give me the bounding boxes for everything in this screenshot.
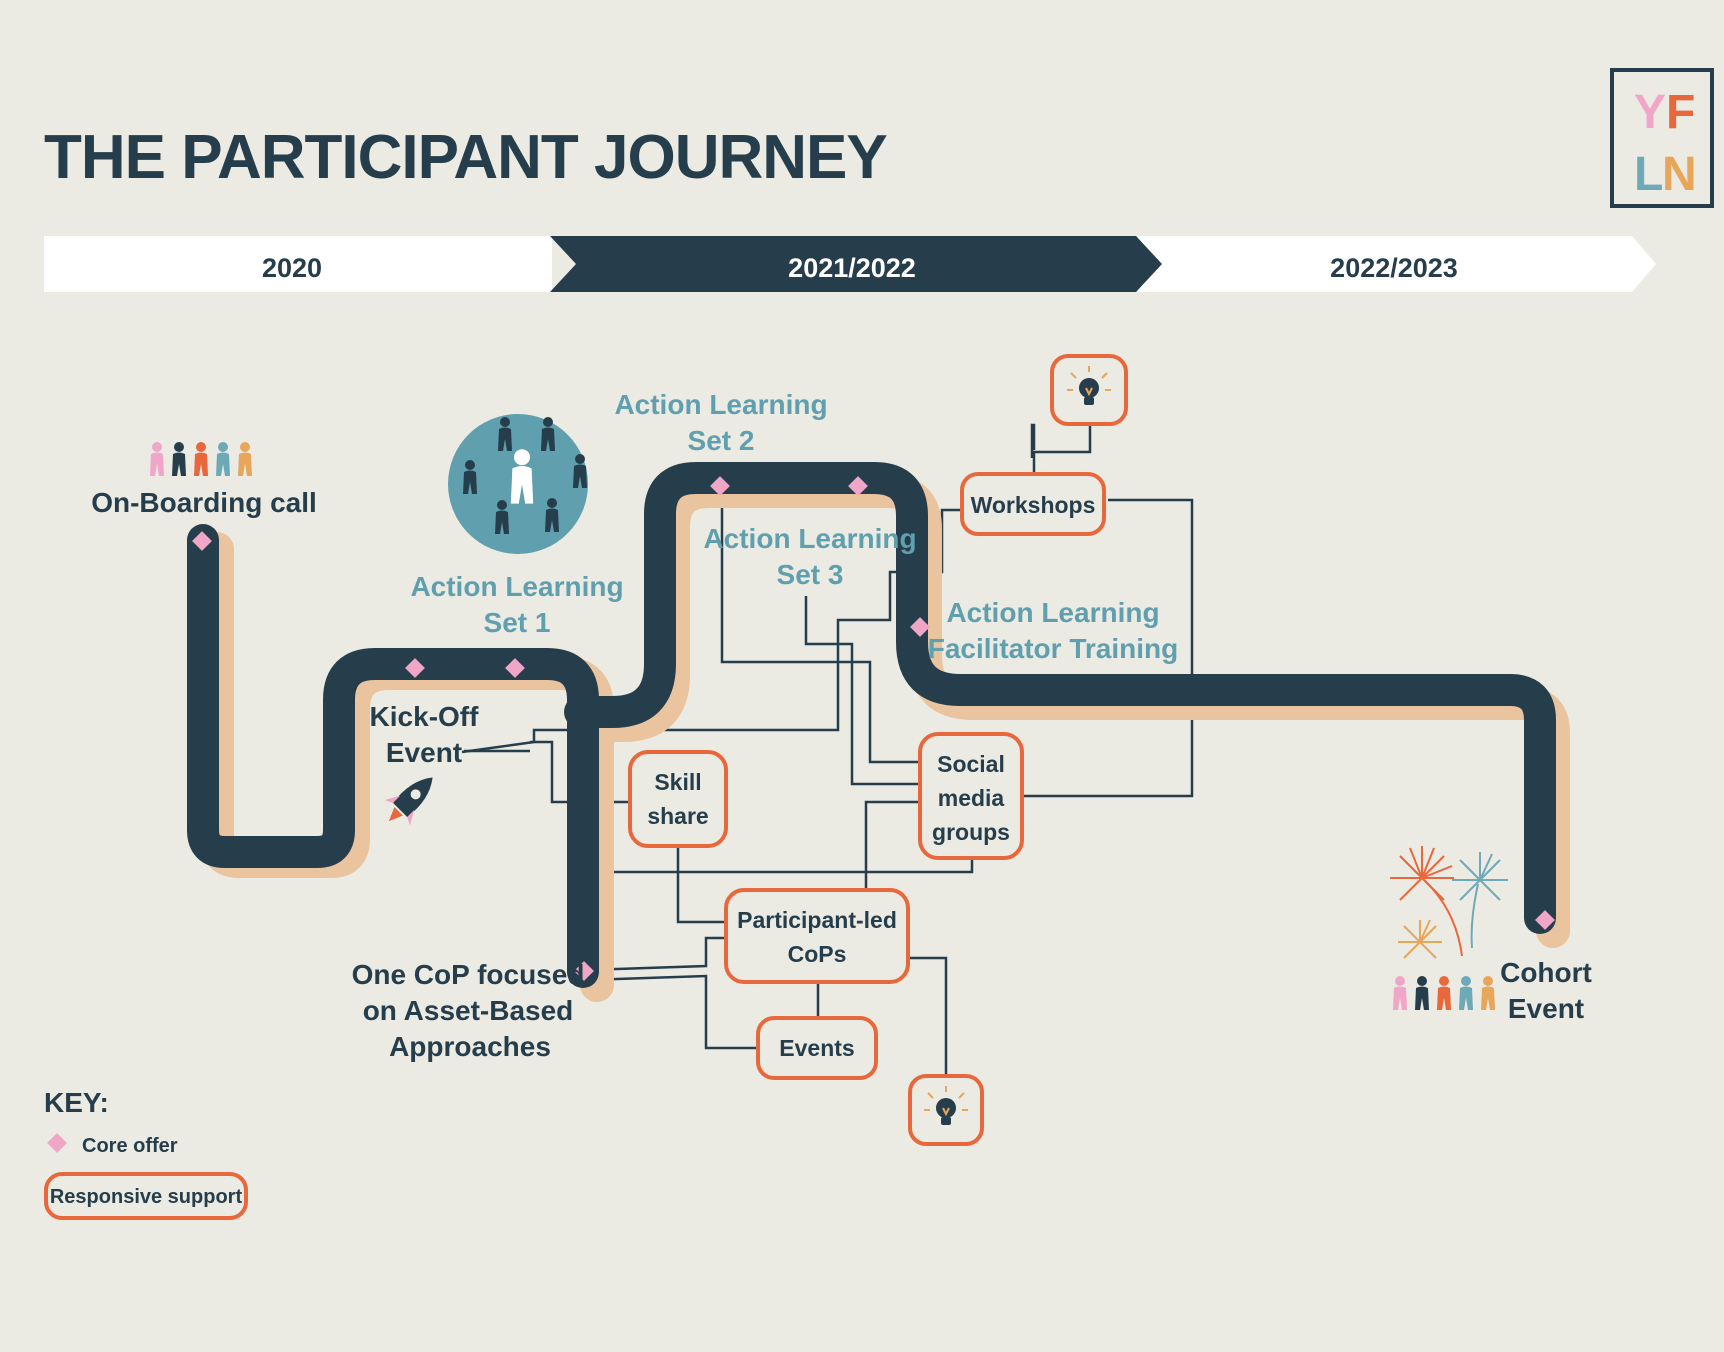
- core-diamond-als3: [848, 476, 868, 496]
- page-title: THE PARTICIPANT JOURNEY: [44, 123, 887, 192]
- timeline-label-2020: 2020: [262, 253, 322, 283]
- road-right: [564, 462, 1556, 934]
- firework-orange: [1390, 846, 1463, 957]
- core-diamond-cop: [574, 961, 594, 981]
- core-offer-markers: [192, 476, 1555, 981]
- social-media-label: Social: [937, 751, 1005, 777]
- cohort-label: Cohort: [1500, 957, 1592, 988]
- timeline-segment-2020: [44, 236, 552, 292]
- social-media-box: [918, 732, 1024, 860]
- logo-letter-y: Y: [1634, 86, 1666, 139]
- connector-cops-social: [864, 800, 922, 890]
- als3-label: Set 3: [777, 559, 844, 590]
- participant-cops-label: CoPs: [788, 941, 847, 967]
- connector-als3-social: [804, 596, 922, 786]
- connector-cop-cops: [585, 936, 728, 972]
- key-core-offer: Core offer: [82, 1135, 178, 1157]
- logo-letter-l: L: [1634, 148, 1663, 201]
- onboarding-label: On-Boarding call: [91, 487, 317, 518]
- core-diamond-alft: [910, 617, 930, 637]
- core-offer-diamond-icon: [47, 1133, 67, 1153]
- connector-bulb-workshops: [1030, 423, 1036, 458]
- firework-yellow: [1398, 919, 1442, 959]
- logo-letter-n: N: [1662, 148, 1697, 201]
- skill-share-label: share: [647, 803, 708, 829]
- cop-focus-label: on Asset-Based: [363, 995, 574, 1026]
- als1-label: Set 1: [484, 607, 551, 638]
- social-media-label: groups: [932, 819, 1010, 845]
- alft-label: Facilitator Training: [928, 633, 1178, 664]
- people-group-icon: [150, 442, 252, 476]
- timeline-segment-2021-2022: [550, 236, 1162, 292]
- connector-workshops-social: [1022, 498, 1194, 798]
- connector-cops-bulb: [908, 956, 948, 1076]
- core-diamond-kickoff: [405, 658, 425, 678]
- als2-label: Action Learning: [614, 389, 827, 420]
- road-left: [187, 524, 599, 988]
- events-box: [756, 1016, 878, 1080]
- als1-label: Action Learning: [410, 571, 623, 602]
- people-group-icon: [1393, 976, 1495, 1010]
- cohort-label: Event: [1508, 993, 1584, 1024]
- workshops-label: Workshops: [971, 492, 1096, 518]
- alft-label: Action Learning: [946, 597, 1159, 628]
- core-diamond-cohort: [1535, 910, 1555, 930]
- legend: KEY: Core offer Responsive support: [44, 1087, 248, 1220]
- workshops-box: [960, 472, 1106, 536]
- rocket-icon: [384, 777, 433, 826]
- action-learning-circle-icon: [448, 414, 588, 554]
- kickoff-label: Kick-Off: [370, 701, 480, 732]
- timeline-label-2022-2023: 2022/2023: [1330, 253, 1458, 283]
- skill-share-box: [628, 750, 728, 848]
- connector-skill-cops: [676, 844, 728, 924]
- fireworks-icon: [1390, 846, 1508, 959]
- key-heading: KEY:: [44, 1087, 109, 1118]
- cop-focus-label: One CoP focused: [352, 959, 585, 990]
- als2-label: Set 2: [688, 425, 755, 456]
- connector-als2-social: [720, 480, 922, 764]
- core-diamond-als2: [710, 476, 730, 496]
- als3-label: Action Learning: [703, 523, 916, 554]
- kickoff-label: Event: [386, 737, 462, 768]
- yfln-logo: Y F L N: [1610, 68, 1714, 208]
- social-media-label: media: [938, 785, 1005, 811]
- key-responsive-support: Responsive support: [50, 1186, 243, 1208]
- timeline-label-2021-2022: 2021/2022: [788, 253, 916, 283]
- participant-cops-label: Participant-led: [737, 907, 897, 933]
- cop-focus-label: Approaches: [389, 1031, 551, 1062]
- key-responsive-swatch: [44, 1172, 248, 1220]
- participant-cops-box: [724, 888, 910, 984]
- connector-cop-events: [585, 974, 760, 1050]
- core-diamond-als1: [505, 658, 525, 678]
- firework-teal: [1452, 852, 1508, 949]
- timeline-segment-2022-2023: [1138, 236, 1656, 292]
- timeline-bar: 2020 2021/2022 2022/2023: [44, 236, 1656, 292]
- skill-share-label: Skill: [654, 769, 701, 795]
- logo-letter-f: F: [1666, 86, 1695, 139]
- events-label: Events: [779, 1035, 854, 1061]
